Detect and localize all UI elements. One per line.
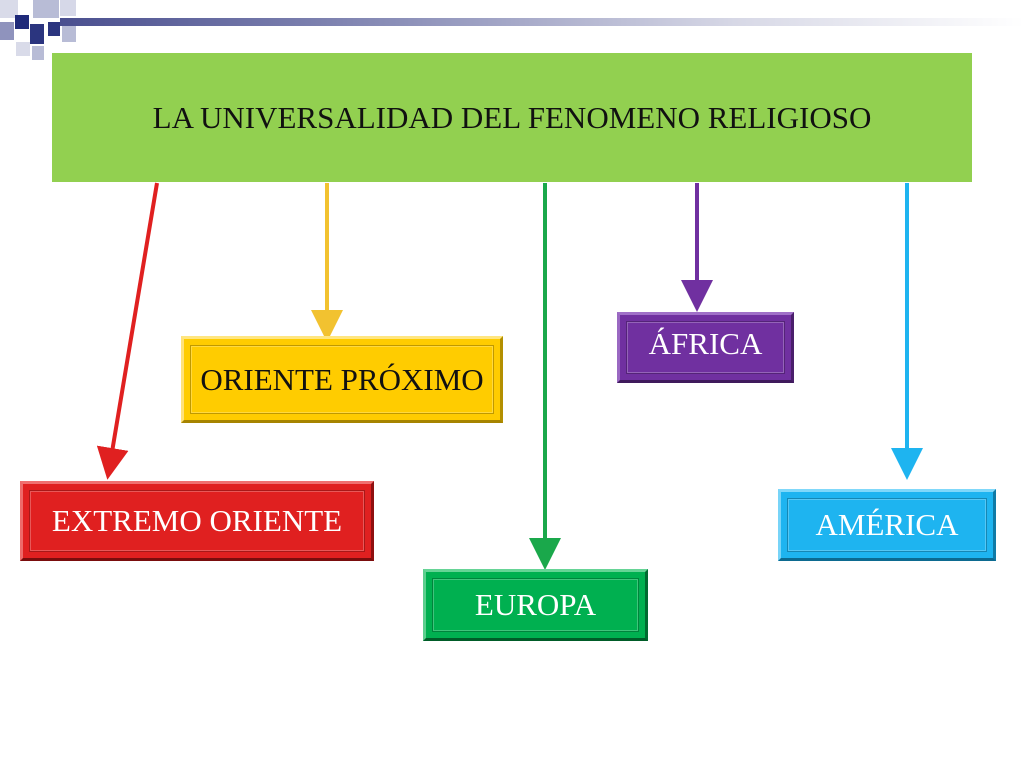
label-europa: EUROPA bbox=[474, 587, 597, 622]
box-oriente-proximo: ORIENTE PRÓXIMO bbox=[181, 336, 503, 423]
deco-square bbox=[16, 42, 30, 56]
label-america: AMÉRICA bbox=[815, 507, 959, 542]
deco-square bbox=[48, 22, 60, 36]
label-oriente-proximo: ORIENTE PRÓXIMO bbox=[200, 361, 484, 397]
deco-square bbox=[15, 15, 29, 29]
deco-square bbox=[33, 0, 59, 18]
deco-square bbox=[60, 0, 76, 16]
deco-square bbox=[32, 46, 44, 60]
label-africa: ÁFRICA bbox=[648, 325, 763, 361]
box-africa: ÁFRICA bbox=[617, 312, 794, 383]
title-banner: LA UNIVERSALIDAD DEL FENOMENO RELIGIOSO bbox=[52, 53, 972, 182]
arrow-extremo-oriente bbox=[96, 182, 159, 480]
box-extremo-oriente: EXTREMO ORIENTE bbox=[20, 481, 374, 561]
box-america: AMÉRICA bbox=[778, 489, 996, 561]
deco-square bbox=[30, 24, 44, 44]
deco-square bbox=[0, 0, 18, 18]
label-extremo-oriente: EXTREMO ORIENTE bbox=[51, 503, 343, 538]
deco-square bbox=[0, 22, 14, 40]
diagram-title: LA UNIVERSALIDAD DEL FENOMENO RELIGIOSO bbox=[152, 99, 872, 135]
box-europa: EUROPA bbox=[423, 569, 648, 641]
top-gradient-bar bbox=[60, 18, 1024, 26]
